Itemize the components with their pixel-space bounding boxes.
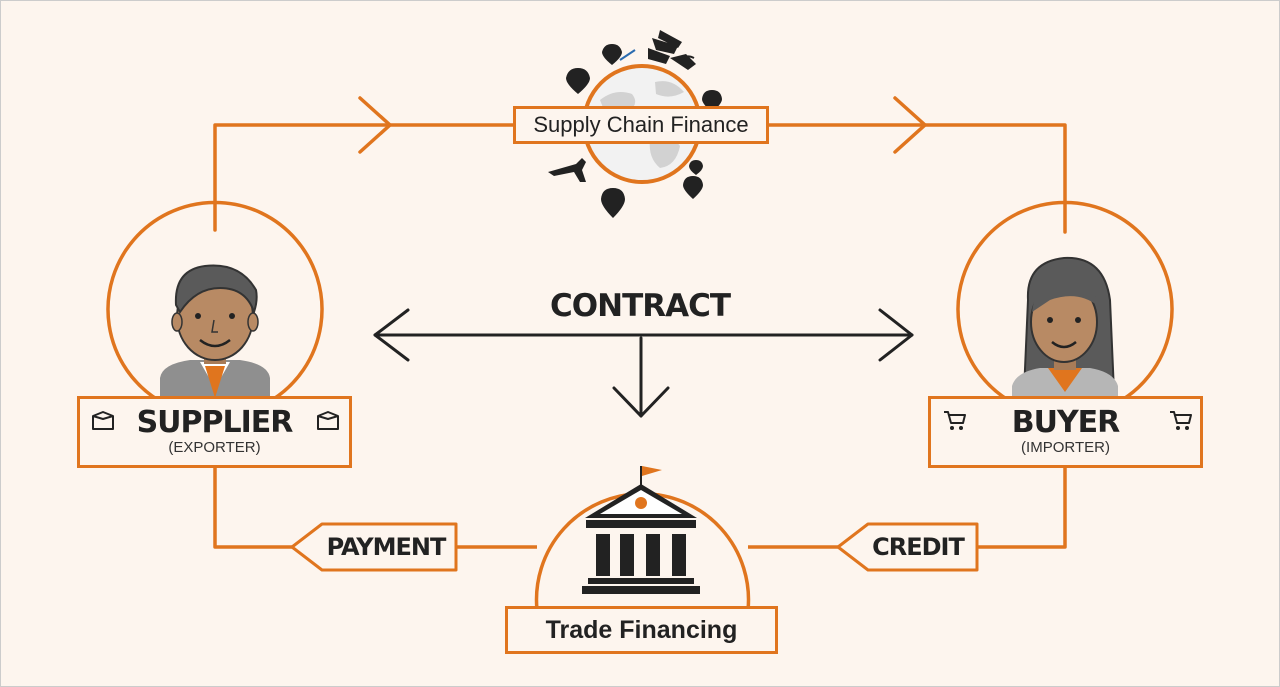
credit-text: CREDIT: [872, 533, 965, 561]
supplier-avatar: [106, 200, 324, 402]
payment-text: PAYMENT: [326, 533, 447, 561]
bottom-flow-line: [213, 467, 1067, 549]
contract-down-arrow: [612, 336, 670, 418]
flow-arrowhead-right: [893, 96, 928, 154]
buyer-title: BUYER: [1011, 405, 1121, 440]
cart-icon: [944, 411, 966, 430]
payment-label: PAYMENT: [318, 526, 454, 568]
buyer-avatar: [956, 200, 1174, 402]
supplier-title: SUPPLIER: [136, 405, 294, 440]
contract-label: CONTRACT: [540, 284, 740, 328]
contract-text: CONTRACT: [550, 288, 731, 324]
credit-label: CREDIT: [862, 526, 974, 568]
cart-icon: [1170, 411, 1192, 430]
box-icon: [317, 411, 339, 430]
contract-arrow: [373, 308, 914, 362]
buyer-subtitle: (IMPORTER): [1021, 439, 1110, 456]
credit-tag-shape: [836, 522, 979, 572]
box-icon: [92, 411, 114, 430]
supply-chain-finance-label: Supply Chain Finance: [513, 106, 769, 144]
flow-arrowhead-left: [358, 96, 393, 154]
supply-chain-finance-text: Supply Chain Finance: [533, 112, 749, 137]
supplier-subtitle: (EXPORTER): [168, 439, 261, 456]
supplier-box: SUPPLIER (EXPORTER): [77, 396, 352, 468]
buyer-box: BUYER (IMPORTER): [928, 396, 1203, 468]
payment-tag-shape: [290, 522, 458, 572]
top-flow-line: [213, 123, 1067, 234]
trade-financing-label: Trade Financing: [505, 606, 778, 654]
trade-financing-text: Trade Financing: [545, 615, 738, 644]
bank-icon: [582, 466, 700, 594]
